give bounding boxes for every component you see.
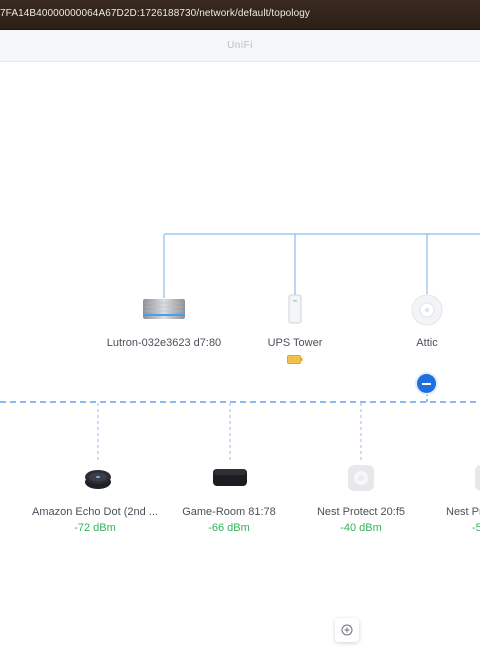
signal-strength: -5	[472, 522, 480, 534]
client-node-game-room[interactable]: Game-Room 81:78 -66 dBm	[159, 506, 299, 534]
signal-strength: -40 dBm	[340, 522, 382, 534]
client-label: Game-Room 81:78	[182, 506, 276, 518]
client-label: Amazon Echo Dot (2nd ...	[32, 506, 158, 518]
device-label: Attic	[416, 337, 438, 349]
signal-strength: -72 dBm	[74, 522, 116, 534]
client-node-nest-protect-partial[interactable]: Nest Pr -5	[446, 506, 480, 534]
device-node-attic[interactable]: Attic	[357, 337, 480, 349]
echo-dot-icon[interactable]	[84, 465, 112, 491]
device-label: Lutron-032e3623 d7:80	[106, 337, 222, 349]
device-node-lutron[interactable]: Lutron-032e3623 d7:80	[94, 337, 234, 349]
lutron-bridge-icon[interactable]	[142, 298, 186, 320]
signal-strength: -66 dBm	[208, 522, 250, 534]
tower-ap-icon[interactable]	[288, 294, 302, 324]
url-text[interactable]: 7FA14B40000000064A67D2D:1726188730/netwo…	[0, 8, 311, 19]
apple-tv-icon[interactable]	[212, 467, 248, 489]
browser-address-bar[interactable]: 7FA14B40000000064A67D2D:1726188730/netwo…	[0, 0, 480, 30]
client-label: Nest Protect 20:f5	[316, 506, 406, 518]
nest-protect-icon[interactable]	[347, 464, 375, 492]
zoom-in-button[interactable]	[335, 618, 359, 642]
device-node-ups-tower[interactable]: UPS Tower	[225, 337, 365, 349]
client-label: Nest Pr	[446, 506, 480, 518]
uplink-attic	[426, 233, 430, 294]
client-node-echo-dot[interactable]: Amazon Echo Dot (2nd ... -72 dBm	[25, 506, 165, 534]
device-label: UPS Tower	[267, 337, 323, 349]
client-node-nest-protect[interactable]: Nest Protect 20:f5 -40 dBm	[291, 506, 431, 534]
zoom-in-icon	[341, 624, 353, 636]
nest-protect-icon[interactable]	[474, 464, 480, 492]
app-header: UniFi	[0, 30, 480, 62]
collapse-branch-button[interactable]	[417, 374, 436, 393]
battery-icon	[287, 355, 303, 364]
uplink-ups	[294, 233, 298, 298]
ceiling-ap-icon[interactable]	[411, 294, 443, 326]
uplink-horizontal	[163, 233, 480, 298]
app-title: UniFi	[227, 40, 253, 51]
